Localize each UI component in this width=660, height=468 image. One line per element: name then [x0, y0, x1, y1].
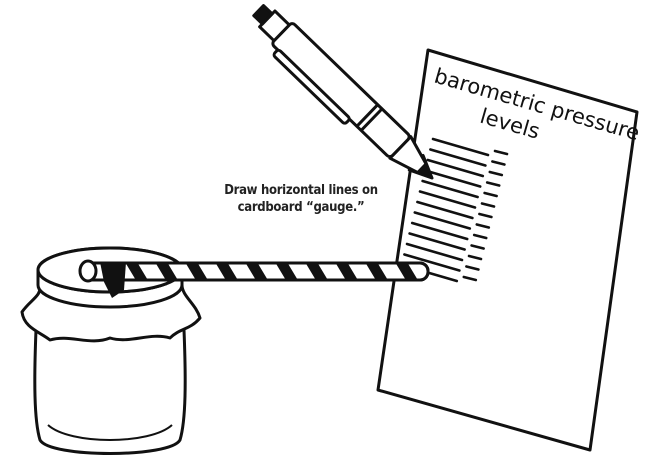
pen [252, 4, 434, 180]
gauge-tick [462, 275, 478, 282]
gauge-tick [465, 265, 480, 271]
gauge-line [405, 242, 464, 262]
straw-stripe [395, 263, 419, 280]
straw [78, 259, 430, 298]
gauge-tick [472, 233, 488, 240]
gauge-tick [485, 181, 501, 187]
gauge-line [423, 169, 482, 188]
gauge-tick [480, 202, 496, 208]
gauge-line [418, 190, 477, 209]
gauge-line [413, 211, 472, 230]
straw-stripe [365, 263, 389, 280]
gauge-tick [467, 254, 483, 261]
straw-stripe [275, 263, 299, 280]
gauge-line [426, 158, 485, 178]
straw-stripe [185, 263, 209, 280]
gauge-line [421, 179, 479, 199]
gauge-tick [493, 149, 509, 156]
gauge-line [431, 137, 490, 157]
gauge-tick [488, 170, 504, 177]
straw-stripe [245, 263, 269, 280]
cardboard-gauge: barometric pressure levels [376, 48, 642, 452]
straw-stripe [335, 263, 359, 280]
gauge-tick [491, 160, 506, 166]
straw-stripe [305, 263, 329, 280]
straw-stripe [215, 263, 239, 280]
gauge-tick [478, 212, 493, 219]
caption-line1: Draw horizontal lines on [224, 183, 378, 198]
gauge-line [408, 232, 466, 251]
straw-stripe [125, 263, 149, 280]
gauge-tick [475, 223, 491, 229]
gauge-tick [483, 191, 498, 198]
gauge-line [403, 253, 461, 272]
gauge-tick [470, 244, 485, 250]
gauge-lines [400, 137, 509, 283]
caption-line2: cardboard “gauge.” [237, 200, 365, 215]
gauge-line [416, 200, 474, 220]
straw-stripe [155, 263, 179, 280]
gauge-line [429, 148, 487, 167]
gauge-line [410, 221, 469, 241]
instruction-caption: Draw horizontal lines on cardboard “gaug… [196, 182, 406, 216]
